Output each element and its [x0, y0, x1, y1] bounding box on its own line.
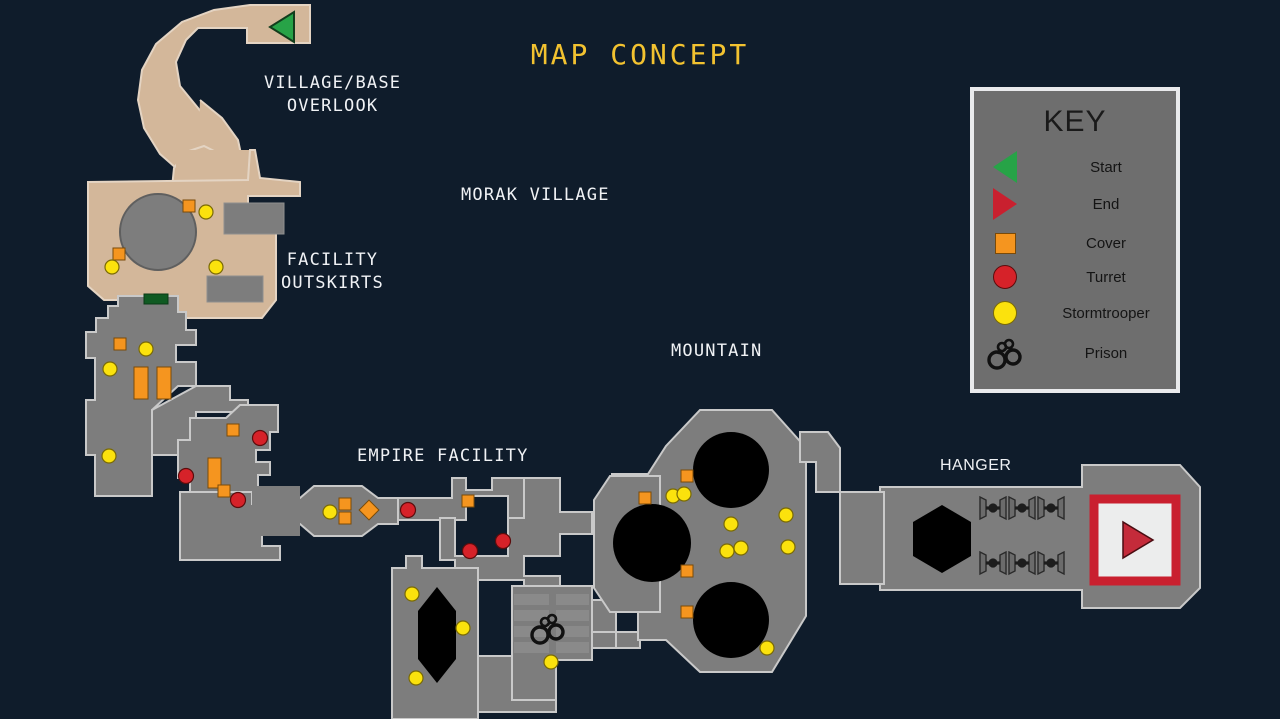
tie-fighter-icon [979, 495, 1007, 521]
stormtrooper-marker [733, 540, 749, 556]
page-title: MAP CONCEPT [530, 38, 750, 71]
key-legend-panel: KEY Start End Cover Turret Stormtrooper [970, 87, 1180, 393]
hanger-dark-hex [913, 505, 971, 573]
start-triangle-icon [974, 151, 1036, 183]
stormtrooper-marker [138, 341, 154, 357]
cover-marker [680, 469, 694, 483]
door-marker [143, 293, 169, 305]
facility-dark-hex [418, 587, 456, 683]
mountain-pit-top [693, 432, 769, 508]
key-heading: KEY [1043, 105, 1107, 138]
turret-marker [229, 491, 247, 509]
tie-fighter-icon [979, 550, 1007, 576]
outskirts-stub [252, 486, 300, 536]
key-row-prison: Prison [974, 335, 1176, 371]
village-building-2 [206, 275, 264, 303]
turret-marker [399, 501, 417, 519]
stormtrooper-marker [676, 486, 692, 502]
cover-marker [338, 511, 352, 525]
facility-south-corridor [477, 655, 557, 713]
turret-circle-icon [974, 265, 1036, 289]
start-marker[interactable] [268, 10, 295, 44]
mountain-pit-bottom [693, 582, 769, 658]
hanger-west-link [839, 491, 885, 585]
stormtrooper-marker [778, 507, 794, 523]
mountain-terrain [593, 409, 841, 673]
cover-wall-marker [207, 457, 222, 489]
key-label-prison: Prison [1084, 344, 1128, 362]
tie-fighter-icon [1037, 495, 1065, 521]
stormtrooper-marker [101, 448, 117, 464]
key-label-start: Start [1090, 158, 1122, 176]
key-label-turret: Turret [1086, 268, 1126, 286]
stormtrooper-marker [322, 504, 338, 520]
cover-marker [638, 491, 652, 505]
turret-marker [461, 542, 479, 560]
key-row-end: End [974, 186, 1176, 222]
stormtrooper-marker [723, 516, 739, 532]
cover-marker [680, 605, 694, 619]
stormtrooper-marker [543, 654, 559, 670]
cover-marker [461, 494, 475, 508]
end-marker[interactable] [1122, 520, 1155, 560]
cover-wall-marker [156, 366, 172, 400]
cover-marker [680, 564, 694, 578]
label-hanger: HANGER [940, 457, 1012, 474]
end-triangle-icon [974, 188, 1036, 220]
key-row-turret: Turret [974, 259, 1176, 295]
stormtrooper-marker [759, 640, 775, 656]
cover-marker [217, 484, 231, 498]
label-facility-outskirts: FACILITY OUTSKIRTS [281, 250, 384, 293]
mountain-east-link [799, 431, 841, 493]
cover-diamond-marker [358, 499, 380, 521]
turret-marker [494, 532, 512, 550]
cover-marker [112, 247, 126, 261]
turret-marker [251, 429, 269, 447]
stormtrooper-marker [408, 670, 424, 686]
mountain-pit-left [613, 504, 691, 582]
cover-marker [113, 337, 127, 351]
key-row-cover: Cover [974, 225, 1176, 261]
stormtrooper-marker [404, 586, 420, 602]
cover-marker [182, 199, 196, 213]
handcuffs-icon [974, 336, 1036, 370]
prison-handcuffs-marker [530, 613, 565, 645]
stormtrooper-marker [719, 543, 735, 559]
key-row-start: Start [974, 149, 1176, 185]
tie-fighter-icon [1008, 495, 1036, 521]
label-empire-facility: EMPIRE FACILITY [357, 446, 529, 466]
village-plaza-circle [119, 193, 197, 271]
cover-wall-marker [133, 366, 149, 400]
turret-marker [177, 467, 195, 485]
tie-fighter-icon [1008, 550, 1036, 576]
label-morak-village: MORAK VILLAGE [461, 185, 610, 205]
key-row-stormtrooper: Stormtrooper [974, 295, 1176, 331]
stormtrooper-marker [198, 204, 214, 220]
stormtrooper-marker [455, 620, 471, 636]
stormtrooper-marker [104, 259, 120, 275]
label-village-base-overlook: VILLAGE/BASE OVERLOOK [264, 73, 402, 116]
stormtrooper-marker [208, 259, 224, 275]
stormtrooper-marker [102, 361, 118, 377]
cover-square-icon [974, 232, 1036, 254]
village-building-1 [223, 202, 285, 235]
stormtrooper-marker [780, 539, 796, 555]
cover-marker [338, 497, 352, 511]
key-label-cover: Cover [1085, 234, 1126, 252]
stormtrooper-circle-icon [974, 301, 1036, 325]
label-mountain: MOUNTAIN [671, 341, 763, 361]
tie-fighter-icon [1037, 550, 1065, 576]
cover-marker [226, 423, 240, 437]
key-label-end: End [1092, 195, 1120, 213]
key-label-stormtrooper: Stormtrooper [1062, 304, 1150, 322]
